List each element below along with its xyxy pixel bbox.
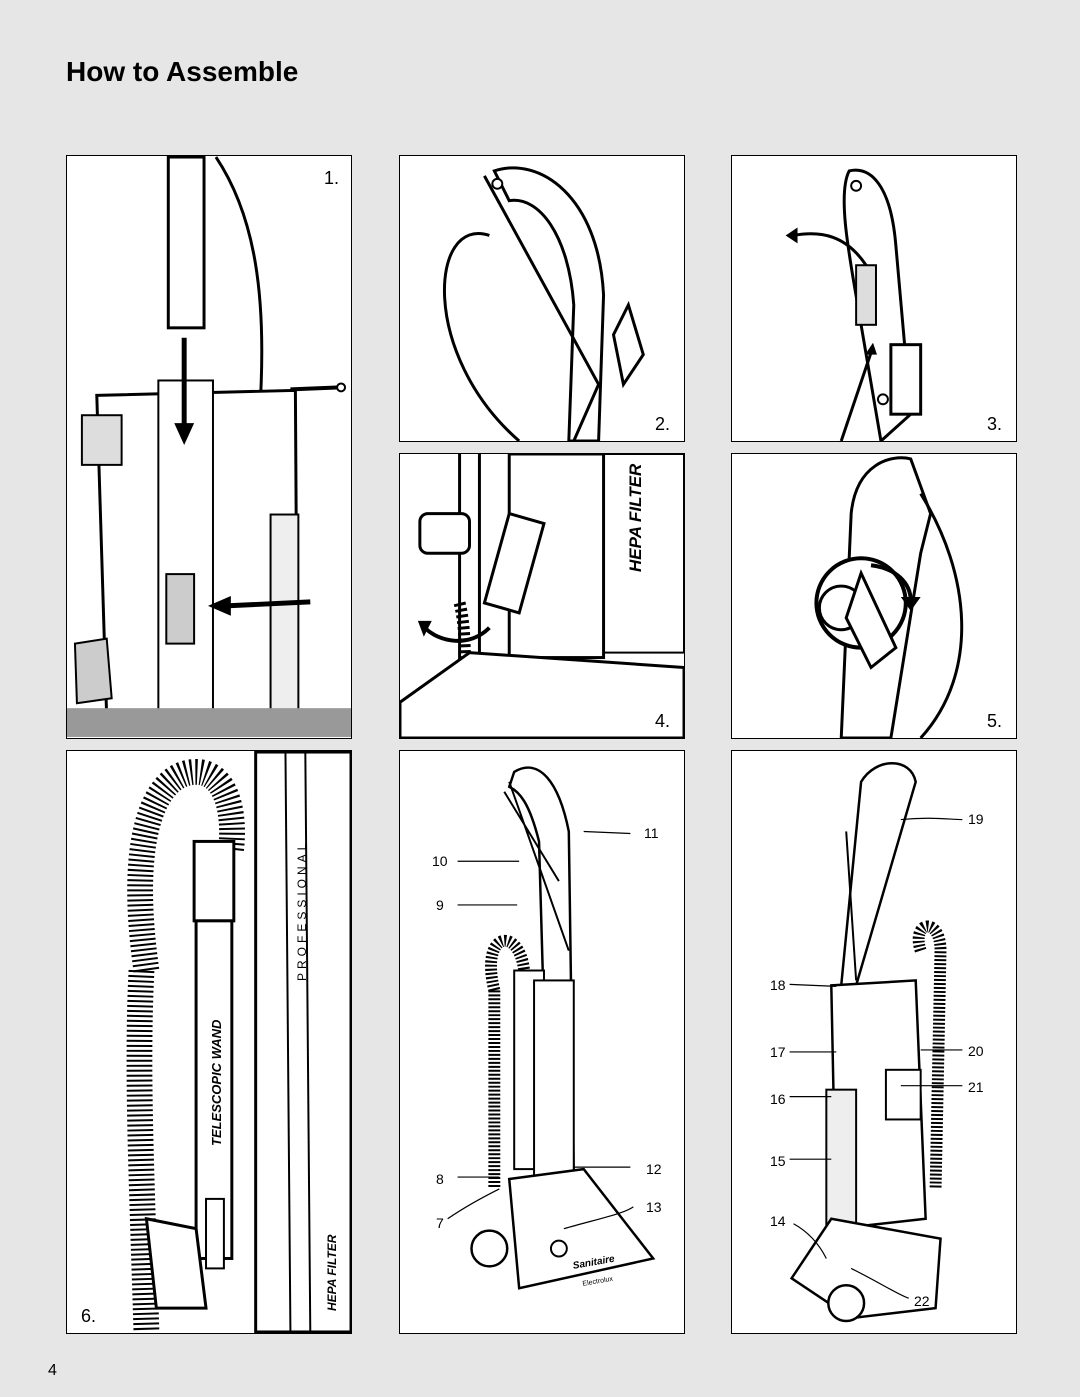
step-2-number: 2. (654, 414, 670, 434)
front-view-panel: Sanitaire Electrolux 11 10 9 8 7 12 13 (399, 750, 685, 1334)
step-4-number: 4. (654, 711, 670, 731)
callout-13: 13 (646, 1199, 662, 1215)
callout-22: 22 (914, 1293, 930, 1309)
step-6-illustration (67, 751, 351, 1333)
step-3-number: 3. (986, 414, 1002, 434)
step-2-panel: 2. (399, 155, 685, 442)
back-view-illustration (789, 761, 963, 1323)
callout-19: 19 (968, 811, 984, 827)
front-view-illustration (447, 766, 656, 1290)
step-4-panel: HEPA FILTER 4. (399, 453, 685, 739)
step-1-number: 1. (323, 168, 339, 188)
callout-17: 17 (770, 1044, 786, 1060)
step-3-panel: 3. (731, 155, 1017, 442)
callout-15: 15 (770, 1153, 786, 1169)
step-3-illustration (785, 168, 923, 441)
step-4-illustration (400, 454, 684, 738)
callout-9: 9 (436, 897, 444, 913)
callout-14: 14 (770, 1213, 786, 1229)
step-5-illustration (814, 456, 964, 738)
hepa-filter-label: HEPA FILTER (626, 463, 645, 572)
callout-12: 12 (646, 1161, 662, 1177)
callout-8: 8 (436, 1171, 444, 1187)
step-1-illustration (67, 156, 351, 737)
telescopic-wand-label: TELESCOPIC WAND (209, 1019, 224, 1146)
step-6-number: 6. (81, 1306, 97, 1326)
callout-7: 7 (436, 1215, 444, 1231)
professional-label: PROFESSIONAL (295, 839, 309, 981)
back-view-panel: 19 18 17 20 16 21 15 14 22 (731, 750, 1017, 1334)
callout-21: 21 (968, 1079, 984, 1095)
step-5-panel: 5. (731, 453, 1017, 739)
callout-11: 11 (644, 825, 659, 841)
page-title: How to Assemble (66, 56, 299, 87)
callout-16: 16 (770, 1091, 786, 1107)
callout-10: 10 (432, 853, 448, 869)
page-number: 4 (48, 1362, 57, 1379)
callout-20: 20 (968, 1043, 984, 1059)
step-6-panel: TELESCOPIC WAND PROFESSIONAL HEPA FILTER… (66, 750, 352, 1334)
hepa-filter-label-6: HEPA FILTER (325, 1234, 339, 1311)
step-5-number: 5. (986, 711, 1002, 731)
step-1-panel: 1. (66, 155, 352, 739)
callout-18: 18 (770, 977, 786, 993)
step-2-illustration (442, 166, 645, 441)
